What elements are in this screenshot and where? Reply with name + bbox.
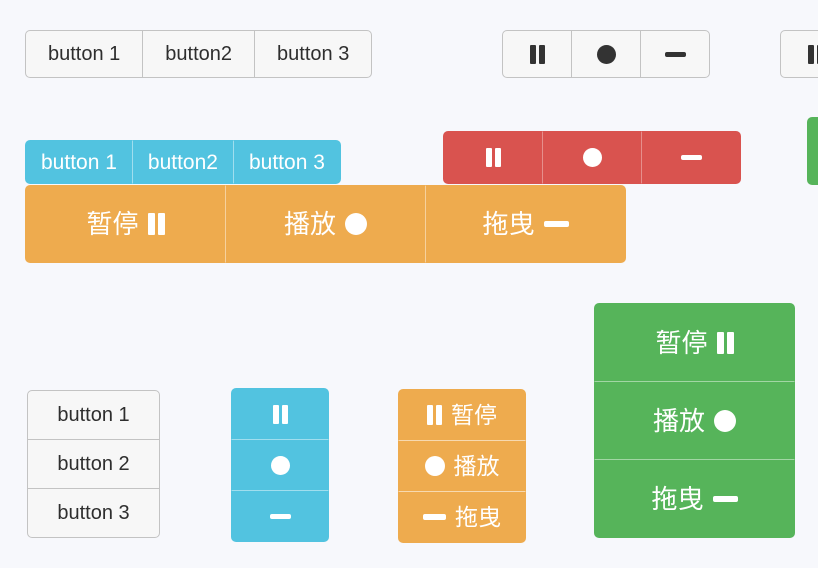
pause-button[interactable]: 暂停 bbox=[398, 389, 526, 441]
button-2[interactable]: button2 bbox=[142, 30, 256, 78]
pause-icon bbox=[485, 148, 501, 167]
button-label: button 3 bbox=[248, 150, 325, 174]
pause-button[interactable] bbox=[780, 30, 818, 78]
pause-button[interactable]: 暂停 bbox=[25, 185, 226, 263]
button-group-bottom-default-text: button 1 button 2 button 3 bbox=[27, 390, 160, 538]
record-icon bbox=[596, 44, 616, 64]
button-group-top-clipped-icons bbox=[780, 30, 818, 78]
dash-button[interactable] bbox=[231, 490, 329, 542]
button-label: 播放 bbox=[283, 209, 336, 239]
dash-icon bbox=[269, 513, 291, 519]
button-label: button2 bbox=[147, 150, 218, 174]
dash-icon bbox=[423, 514, 446, 520]
button-label: button2 bbox=[165, 43, 233, 65]
play-button[interactable]: 播放 bbox=[225, 185, 426, 263]
record-icon bbox=[345, 213, 367, 235]
button-label: 拖曳 bbox=[651, 483, 704, 514]
pause-button[interactable] bbox=[443, 131, 543, 184]
button-1[interactable]: button 1 bbox=[25, 140, 133, 184]
button-label: 拖曳 bbox=[482, 209, 535, 239]
drag-button[interactable]: 拖曳 bbox=[425, 185, 626, 263]
button-label: 暂停 bbox=[655, 327, 708, 358]
button-3[interactable]: button 3 bbox=[254, 30, 373, 78]
button-label: button 2 bbox=[57, 453, 130, 475]
button-2[interactable]: button2 bbox=[131, 140, 234, 184]
button-label: 播放 bbox=[453, 452, 500, 479]
button-group-bottom-info-icons bbox=[231, 388, 329, 542]
pause-icon bbox=[427, 405, 442, 425]
record-icon bbox=[582, 148, 602, 167]
pause-icon bbox=[272, 404, 288, 424]
dash-icon bbox=[543, 221, 569, 227]
button-group-danger-icons bbox=[443, 131, 741, 184]
record-button[interactable] bbox=[571, 30, 641, 78]
button-label: 暂停 bbox=[451, 401, 497, 428]
dash-icon bbox=[712, 495, 738, 502]
pause-icon bbox=[807, 44, 818, 64]
button-label: 暂停 bbox=[86, 209, 139, 239]
record-button[interactable] bbox=[542, 131, 642, 184]
button-3[interactable]: button 3 bbox=[232, 140, 341, 184]
button-group-info-text: button 1 button2 button 3 bbox=[25, 140, 341, 184]
button-label: button 1 bbox=[48, 43, 121, 65]
pause-button[interactable] bbox=[502, 30, 572, 78]
clipped-button[interactable] bbox=[807, 117, 818, 185]
pause-icon bbox=[147, 213, 165, 235]
button-label: 拖曳 bbox=[455, 503, 501, 530]
record-icon bbox=[424, 456, 445, 476]
button-label: button 1 bbox=[41, 150, 117, 174]
button-group-success-text-icons: 暂停 播放 拖曳 bbox=[594, 303, 795, 538]
button-group-top-default-text: button 1 button2 button 3 bbox=[25, 30, 373, 78]
pause-button[interactable]: 暂停 bbox=[594, 303, 795, 382]
dash-button[interactable] bbox=[640, 30, 710, 78]
button-group-top-default-icons bbox=[502, 30, 710, 78]
button-label: button 1 bbox=[57, 404, 130, 426]
record-icon bbox=[270, 455, 290, 475]
record-button[interactable] bbox=[231, 439, 329, 491]
button-1[interactable]: button 1 bbox=[27, 390, 160, 440]
button-label: 播放 bbox=[652, 405, 705, 436]
play-button[interactable]: 播放 bbox=[594, 381, 795, 460]
play-button[interactable]: 播放 bbox=[398, 440, 526, 492]
button-group-bottom-warning-icon-text: 暂停 播放 拖曳 bbox=[398, 389, 526, 543]
dash-button[interactable] bbox=[641, 131, 741, 184]
button-2[interactable]: button 2 bbox=[27, 439, 160, 489]
button-group-success-clipped bbox=[807, 117, 818, 185]
button-3[interactable]: button 3 bbox=[27, 488, 160, 538]
pause-icon bbox=[529, 44, 545, 64]
button-group-warning-text-icons: 暂停 播放 拖曳 bbox=[25, 185, 626, 263]
pause-icon bbox=[716, 331, 734, 354]
button-label: button 3 bbox=[57, 502, 130, 524]
button-label: button 3 bbox=[277, 43, 350, 65]
record-icon bbox=[714, 409, 736, 432]
drag-button[interactable]: 拖曳 bbox=[398, 491, 526, 543]
drag-button[interactable]: 拖曳 bbox=[594, 459, 795, 538]
dash-icon bbox=[680, 155, 702, 160]
pause-button[interactable] bbox=[231, 388, 329, 440]
button-1[interactable]: button 1 bbox=[25, 30, 144, 78]
dash-icon bbox=[664, 51, 686, 57]
